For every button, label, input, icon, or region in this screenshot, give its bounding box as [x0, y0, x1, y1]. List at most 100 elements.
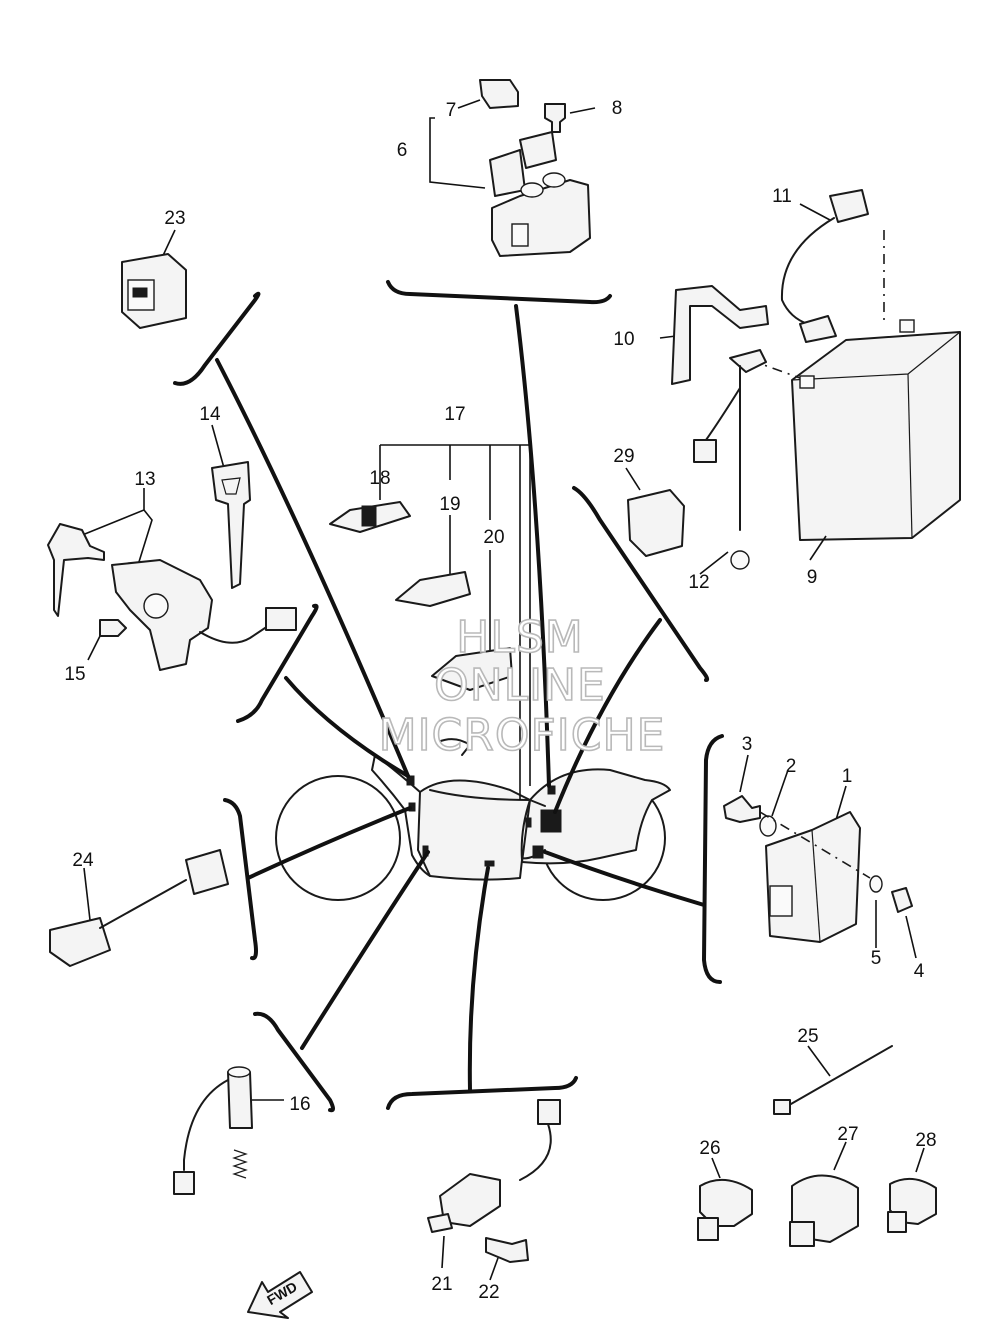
relay-23-bracket [173, 291, 261, 386]
connector-block-c [547, 785, 556, 795]
battery-9-body [791, 331, 961, 541]
label-part-27: 27 [837, 1124, 858, 1145]
label-part-1: 1 [842, 766, 853, 787]
lead-12-eye [730, 550, 750, 570]
label-part-22: 22 [478, 1282, 499, 1303]
clamp-27-leader [833, 1141, 847, 1171]
clamp-27-tab [789, 1221, 815, 1247]
washer-5 [869, 875, 883, 893]
relay-6-bracket-leader [429, 117, 486, 189]
label-part-17: 17 [444, 404, 465, 425]
regulator-socket [769, 885, 793, 917]
key-14-shape [211, 461, 251, 589]
relay-terminal-2 [520, 182, 544, 198]
label-part-3: 3 [742, 734, 753, 755]
regulator-1-body [765, 811, 861, 943]
main-switch-wire [199, 625, 269, 644]
starter-relay-bracket [386, 280, 612, 305]
cable-11-leader [799, 203, 831, 221]
label-part-7: 7 [446, 100, 457, 121]
label-part-23: 23 [164, 208, 185, 229]
cable-tie-25-head [773, 1099, 791, 1115]
lead-12-terminal-top [729, 349, 767, 373]
switch-16-bracket [253, 1011, 335, 1113]
starter-relay-line [514, 304, 551, 788]
watermark-line-2: ONLINE [434, 660, 606, 711]
starter-relay-assembly [429, 79, 596, 257]
sensor-24 [49, 849, 229, 967]
switch-13-leader-b [137, 509, 153, 566]
battery-assembly [659, 189, 961, 575]
watermark-line-3: MICROFICHE [379, 710, 666, 761]
label-part-2: 2 [786, 756, 797, 777]
frame-center [417, 779, 531, 881]
battery-line [553, 618, 662, 814]
sensor-24-body [49, 917, 111, 967]
lead-12-branch [705, 387, 741, 441]
regulator-line [543, 850, 706, 907]
relay-23 [121, 229, 187, 329]
relay-23-pin [132, 287, 148, 298]
main-switch-cylinder [143, 593, 169, 619]
bolt-8 [544, 103, 566, 133]
relay-cover-right [519, 131, 557, 169]
switch-21 [427, 1099, 561, 1281]
switch-21-bracket [386, 1076, 578, 1110]
fuse-group-line [380, 444, 531, 786]
sensor-24-leader [83, 867, 91, 921]
switch-16-body [227, 1071, 253, 1129]
lead-10-body [671, 285, 769, 385]
cable-11-wire [780, 217, 835, 325]
spare-fuse-7 [479, 79, 519, 109]
regulator-assembly [723, 754, 917, 959]
switch-21-line [467, 866, 490, 1092]
battery-terminal-neg [799, 375, 815, 389]
nut-4 [891, 887, 913, 913]
cable-tie-25-leader [807, 1045, 831, 1077]
label-part-14: 14 [199, 404, 221, 425]
screw-15-leader [87, 635, 101, 661]
screw-15 [99, 619, 127, 637]
connector-block-f [484, 860, 495, 867]
battery-bracket [572, 486, 710, 682]
label-part-26: 26 [699, 1138, 720, 1159]
clamp-26-tab [697, 1217, 719, 1241]
label-part-13: 13 [134, 469, 155, 490]
nut-4-leader [905, 915, 917, 959]
label-part-18: 18 [369, 468, 390, 489]
fuse-19 [395, 571, 471, 607]
harness-link [429, 789, 546, 807]
key-14-hole [221, 477, 241, 495]
washer-2-leader [771, 769, 789, 817]
main-switch-connector [265, 607, 297, 631]
label-part-29: 29 [613, 446, 634, 467]
sensor-24-wire [99, 879, 187, 929]
fuse-7-leader [457, 99, 481, 109]
switch-16-spring [232, 1149, 248, 1179]
label-part-25: 25 [797, 1026, 818, 1047]
switch-16-cap [227, 1066, 251, 1078]
relay-29-body [627, 489, 685, 557]
label-part-4: 4 [914, 961, 925, 982]
switch-16-connector [173, 1171, 195, 1195]
battery-9-corner [907, 373, 913, 539]
forward-arrow: FWD [247, 1271, 313, 1319]
lead-12-leader [699, 551, 729, 575]
fuses [329, 501, 513, 691]
connector-block-d [406, 775, 415, 786]
cable-11-connector [829, 189, 869, 223]
fuse-18-window [361, 505, 377, 527]
regulator-bracket [701, 734, 724, 984]
clamp-26 [699, 1179, 753, 1227]
fwd-arrow-icon [247, 1271, 313, 1319]
switch-21-connector [537, 1099, 561, 1125]
switch-16-line [300, 850, 430, 1050]
label-part-20: 20 [483, 527, 504, 548]
switch-16-wire [183, 1079, 229, 1171]
switch-16 [173, 1066, 284, 1195]
switch-21-wire [519, 1123, 552, 1181]
regulator-bolt-centerline [759, 811, 871, 879]
fuse-20 [431, 647, 513, 691]
